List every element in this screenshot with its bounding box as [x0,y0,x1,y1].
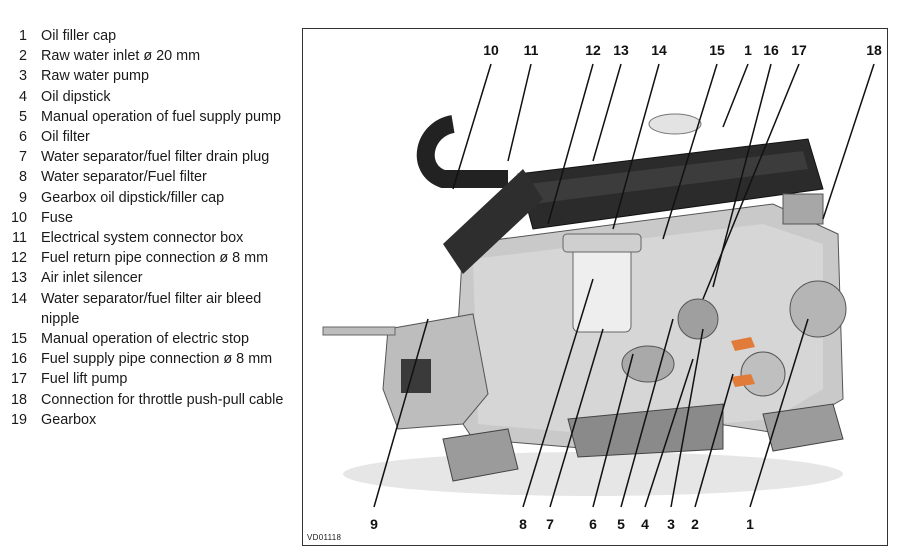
legend-number: 12 [10,250,27,267]
legend-number: 3 [18,68,27,85]
legend-item: 14 Water separator/fuel filter air bleed … [0,289,296,329]
legend-label: Electrical system connector box [41,230,244,247]
legend-item: 19 Gearbox [0,410,296,430]
callout-18: 18 [866,42,882,58]
legend-item: 7 Water separator/fuel filter drain plug [0,147,296,167]
legend-number: 7 [18,149,27,166]
callout-numbers: 10 11 12 13 14 15 1 16 17 18 9 8 7 6 5 4… [370,42,882,532]
legend-number: 1 [18,28,27,44]
legend-item: 13 Air inlet silencer [0,268,296,288]
legend-number: 4 [18,88,27,105]
legend-label: Gearbox oil dipstick/filler cap [41,189,225,206]
legend-number: 16 [10,351,27,368]
legend-label: Manual operation of electric stop [41,331,249,348]
callout-3: 3 [667,516,675,532]
callout-16: 16 [763,42,779,58]
legend-label: Fuel lift pump [41,371,128,388]
legend-number: 19 [10,411,27,428]
legend-number: 14 [10,290,27,307]
legend-item: 5 Manual operation of fuel supply pump [0,107,296,127]
legend-label: Fuse [41,209,73,226]
legend-item: 15 Manual operation of electric stop [0,329,296,349]
callout-2: 2 [691,516,699,532]
callout-11: 11 [524,42,539,58]
legend-number: 2 [18,48,27,65]
legend-label: Water separator/fuel filter drain plug [41,149,270,166]
legend-item: 8 Water separator/Fuel filter [0,167,296,187]
legend-label: Raw water inlet ø 20 mm [41,48,201,65]
callout-7: 7 [546,516,554,532]
callout-17: 17 [791,42,807,58]
legend-label: Water separator/Fuel filter [41,169,207,186]
legend-item: 3 Raw water pump [0,66,296,86]
legend-label: Manual operation of fuel supply pump [41,108,281,125]
legend-item: 16 Fuel supply pipe connection ø 8 mm [0,349,296,369]
legend-label: Oil dipstick [41,88,111,105]
legend-item: 10 Fuse [0,208,296,228]
legend-item: 17 Fuel lift pump [0,369,296,389]
callout-14: 14 [651,42,667,58]
legend-item: 11 Electrical system connector box [0,228,296,248]
legend-item: 9 Gearbox oil dipstick/filler cap [0,188,296,208]
legend-number: 8 [18,169,27,186]
legend-label: Water separator/fuel filter air bleed ni… [41,290,262,327]
legend-number: 15 [10,331,27,348]
legend-number: 6 [18,129,27,146]
legend-number: 17 [10,371,27,388]
legend-label: Oil filler cap [41,28,117,44]
figure-code: VD01118 [307,533,342,542]
engine-figure: 10 11 12 13 14 15 1 16 17 18 9 8 7 6 5 4… [302,28,888,546]
legend-label: Fuel supply pipe connection ø 8 mm [41,351,273,368]
engine-illustration: 10 11 12 13 14 15 1 16 17 18 9 8 7 6 5 4… [322,42,882,532]
callout-12: 12 [585,42,601,58]
legend-number: 5 [18,108,27,125]
legend-number: 18 [10,391,27,408]
legend-label: Fuel return pipe connection ø 8 mm [41,250,269,267]
legend-label: Gearbox [41,411,97,428]
legend-item: 12 Fuel return pipe connection ø 8 mm [0,248,296,268]
callout-6: 6 [589,516,597,532]
callout-4: 4 [641,516,649,532]
engine-drawing [322,113,847,496]
legend-label: Oil filter [41,129,90,146]
callout-15: 15 [709,42,725,58]
legend-label: Air inlet silencer [41,270,143,287]
callout-5: 5 [617,516,625,532]
legend-number: 13 [10,270,27,287]
legend-item: 6 Oil filter [0,127,296,147]
legend-label: Connection for throttle push-pull cable [41,391,284,408]
legend-number: 9 [18,189,27,206]
legend-item: 18 Connection for throttle push-pull cabl… [0,390,296,410]
legend-item: 1 Oil filler cap [0,26,296,46]
legend-number: 11 [12,230,27,247]
callout-13: 13 [613,42,629,58]
callout-10: 10 [483,42,499,58]
legend-item: 4 Oil dipstick [0,87,296,107]
callout-9: 9 [370,516,378,532]
callout-leader-lines [373,63,875,508]
callout-8: 8 [519,516,527,532]
callout-1-top: 1 [744,42,752,58]
legend-item: 2 Raw water inlet ø 20 mm [0,46,296,66]
callout-1-bottom: 1 [746,516,754,532]
legend-label: Raw water pump [41,68,149,85]
legend-number: 10 [10,209,27,226]
